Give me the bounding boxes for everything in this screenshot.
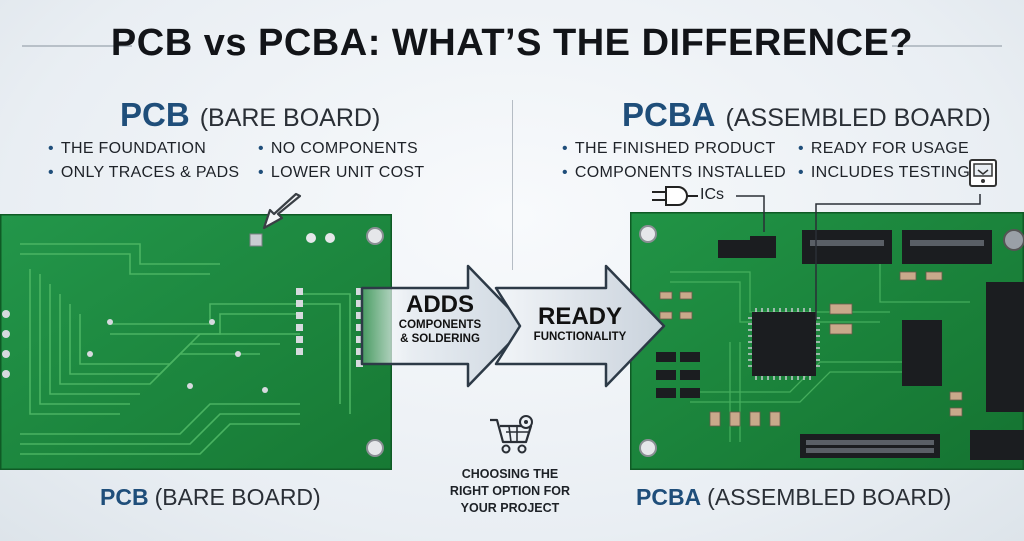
arrow-ready xyxy=(494,264,666,388)
pcb-caption-sub: (BARE BOARD) xyxy=(154,484,321,510)
pcb-bullet-foundation: THE FOUNDATION xyxy=(48,140,206,158)
choose-line-3: YOUR PROJECT xyxy=(460,501,560,515)
section-divider xyxy=(512,100,513,270)
and-gate-icon xyxy=(652,186,698,206)
ics-label: ICs xyxy=(700,186,724,203)
arrow-adds-sub-2: & SOLDERING xyxy=(400,333,480,345)
pcb-caption-name: PCB xyxy=(100,484,149,510)
pointer-arrow-icon xyxy=(262,192,302,230)
pcba-heading: PCBA (ASSEMBLED BOARD) xyxy=(622,96,991,134)
pcb-heading: PCB (BARE BOARD) xyxy=(120,96,380,134)
pcba-caption: PCBA(ASSEMBLED BOARD) xyxy=(636,484,951,511)
pcba-caption-name: PCBA xyxy=(636,484,702,510)
page-title: PCB vs PCBA: WHAT’S THE DIFFERENCE? xyxy=(110,22,914,64)
pcb-bullet-cost: LOWER UNIT COST xyxy=(258,164,424,182)
arrow-ready-sub: FUNCTIONALITY xyxy=(533,331,627,343)
pcba-bullet-ready: READY FOR USAGE xyxy=(798,140,969,158)
title-rule-left xyxy=(22,45,132,47)
pcb-bullets: THE FOUNDATION NO COMPONENTS ONLY TRACES… xyxy=(48,140,448,190)
choose-line-2: RIGHT OPTION FOR xyxy=(449,484,571,498)
meter-icon xyxy=(969,159,997,187)
arrow-adds-main: ADDS xyxy=(405,291,474,318)
pcb-bullet-traces: ONLY TRACES & PADS xyxy=(48,164,239,182)
process-arrows xyxy=(360,264,666,388)
arrow-ready-main: READY xyxy=(537,303,622,330)
pcb-bullet-no-components: NO COMPONENTS xyxy=(258,140,418,158)
cart-gear-icon xyxy=(490,415,533,454)
pcba-assembled-board xyxy=(630,212,1024,470)
pcba-bullet-installed: COMPONENTS INSTALLED xyxy=(562,164,786,182)
pcba-bullet-finished: THE FINISHED PRODUCT xyxy=(562,140,776,158)
arrow-adds-text: ADDS COMPONENTS & SOLDERING xyxy=(388,292,492,346)
arrow-ready-text: READY FUNCTIONALITY xyxy=(520,304,640,344)
pcba-bullets: THE FINISHED PRODUCT READY FOR USAGE COM… xyxy=(562,140,982,190)
choose-option-text: CHOOSING THE RIGHT OPTION FOR YOUR PROJE… xyxy=(440,466,580,517)
choose-line-1: CHOOSING THE xyxy=(461,467,559,481)
pcba-heading-sub: (ASSEMBLED BOARD) xyxy=(725,104,991,132)
pcb-caption: PCB(BARE BOARD) xyxy=(100,484,321,511)
arrow-adds xyxy=(360,264,528,388)
arrow-adds-sub-1: COMPONENTS xyxy=(398,319,482,331)
pcb-heading-name: PCB xyxy=(120,96,190,133)
pcba-heading-name: PCBA xyxy=(622,96,716,133)
annotation-lines xyxy=(736,194,981,320)
pcba-caption-sub: (ASSEMBLED BOARD) xyxy=(707,484,952,510)
title-rule-right xyxy=(892,45,1002,47)
pcb-bare-board xyxy=(0,214,392,470)
pcba-bullet-testing: INCLUDES TESTING xyxy=(798,164,970,182)
pcb-heading-sub: (BARE BOARD) xyxy=(199,104,381,132)
